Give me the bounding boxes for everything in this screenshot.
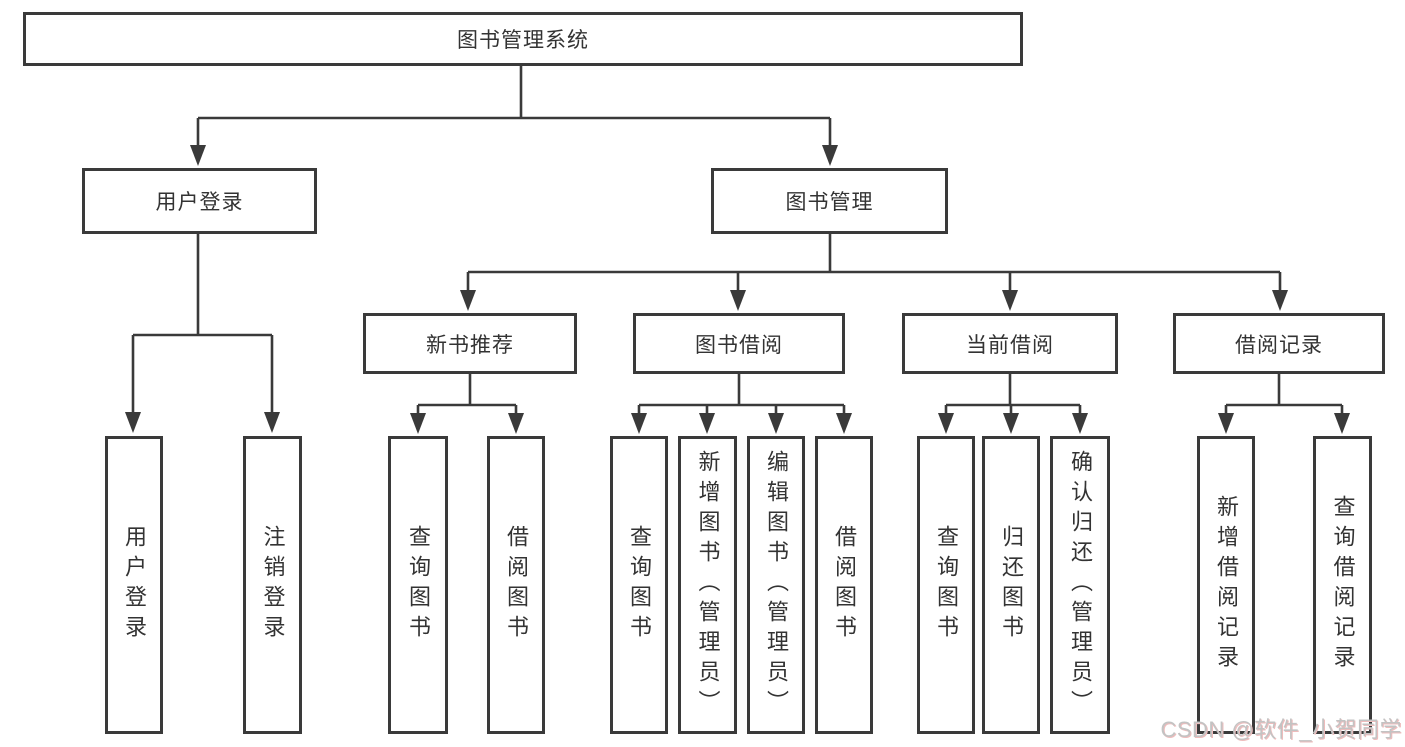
leaf-confirm-return-admin: 确认归还（管理员） — [1050, 436, 1110, 734]
node-library-management-system: 图书管理系统 — [23, 12, 1023, 66]
leaf-query-books-2: 查询图书 — [610, 436, 668, 734]
leaf-add-borrow-record: 新增借阅记录 — [1197, 436, 1255, 734]
node-current-borrowing: 当前借阅 — [902, 313, 1118, 374]
leaf-logout: 注销登录 — [243, 436, 302, 734]
node-new-book-recommendation: 新书推荐 — [363, 313, 577, 374]
leaf-query-books-3: 查询图书 — [917, 436, 975, 734]
leaf-edit-books-admin: 编辑图书（管理员） — [747, 436, 805, 734]
leaf-borrow-books-1: 借阅图书 — [487, 436, 545, 734]
node-book-management-branch: 图书管理 — [711, 168, 948, 234]
leaf-add-books-admin: 新增图书（管理员） — [678, 436, 737, 734]
leaf-query-borrow-record: 查询借阅记录 — [1313, 436, 1372, 734]
node-borrowing-records: 借阅记录 — [1173, 313, 1385, 374]
node-user-login-branch: 用户登录 — [82, 168, 317, 234]
leaf-user-login: 用户登录 — [105, 436, 163, 734]
csdn-watermark: CSDN @软件_小贺同学 — [1160, 717, 1402, 742]
leaf-borrow-books-2: 借阅图书 — [815, 436, 873, 734]
node-book-borrowing: 图书借阅 — [633, 313, 845, 374]
leaf-query-books-1: 查询图书 — [388, 436, 448, 734]
leaf-return-books: 归还图书 — [982, 436, 1040, 734]
